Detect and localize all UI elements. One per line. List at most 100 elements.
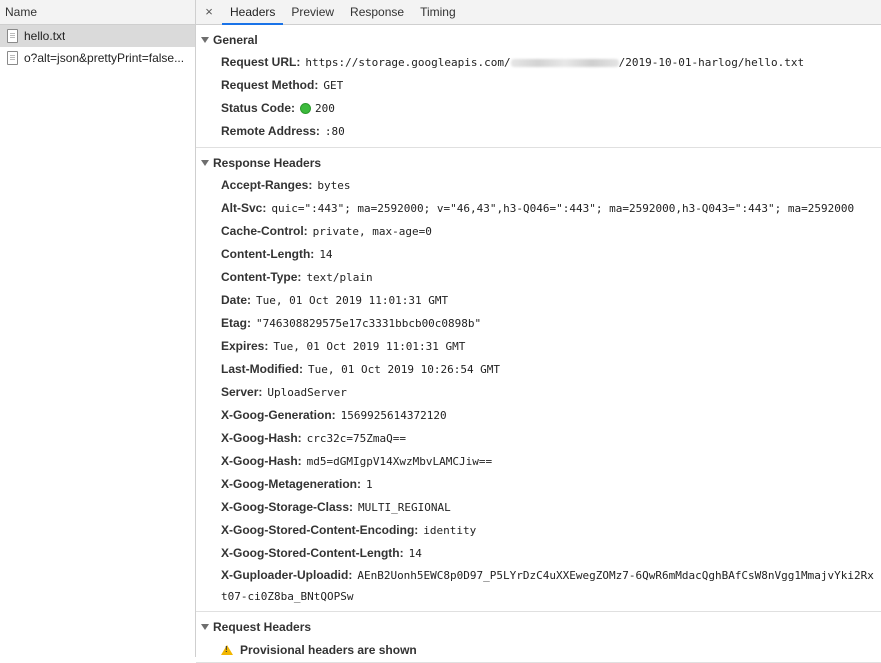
request-url-suffix: /2019-10-01-harlog/hello.txt <box>618 56 805 69</box>
request-url-prefix: https://storage.googleapis.com/ <box>305 56 511 69</box>
redacted-blur <box>510 59 619 67</box>
header-key: X-Goog-Hash: <box>221 431 302 445</box>
header-key: Content-Length: <box>221 247 315 261</box>
request-method-key: Request Method: <box>221 78 319 92</box>
remote-address-key: Remote Address: <box>221 124 320 138</box>
header-value[interactable]: private, max-age=0 <box>312 225 432 238</box>
header-key: X-Goog-Storage-Class: <box>221 500 354 514</box>
general-section-title: General <box>213 33 258 47</box>
close-icon[interactable]: × <box>205 4 213 19</box>
file-icon <box>7 29 18 43</box>
tab-headers[interactable]: Headers <box>222 0 284 25</box>
header-value[interactable]: crc32c=75ZmaQ== <box>306 432 407 445</box>
request-headers-section: Request Headers Provisional headers are … <box>196 616 881 663</box>
response-header-row: X-Goog-Stored-Content-Encoding: identity <box>196 519 881 542</box>
request-detail-pane: × Headers Preview Response Timing General R… <box>196 0 881 663</box>
request-url-value[interactable]: https://storage.googleapis.com/ /2019-10-… <box>305 56 804 69</box>
response-header-row: Cache-Control:private, max-age=0 <box>196 220 881 243</box>
warning-icon <box>221 645 233 655</box>
header-value[interactable]: text/plain <box>306 271 373 284</box>
tab-timing[interactable]: Timing <box>420 5 456 19</box>
provisional-warning-text: Provisional headers are shown <box>240 643 417 657</box>
request-url-key: Request URL: <box>221 55 301 69</box>
header-value[interactable]: 14 <box>408 547 422 560</box>
request-row[interactable]: hello.txt <box>0 25 195 47</box>
response-header-row: Date: Tue, 01 Oct 2019 11:01:31 GMT <box>196 289 881 312</box>
header-value[interactable]: UploadServer <box>267 386 347 399</box>
tab-response[interactable]: Response <box>350 5 405 19</box>
status-ok-icon <box>300 103 312 115</box>
response-header-row: X-Goog-Generation: 1569925614372120 <box>196 404 881 427</box>
request-url-row: Request URL: https://storage.googleapis.c… <box>196 51 881 74</box>
header-key: X-Goog-Generation: <box>221 408 336 422</box>
response-header-row: Accept-Ranges: bytes <box>196 174 881 197</box>
header-key: X-Goog-Stored-Content-Encoding: <box>221 523 419 537</box>
header-value[interactable]: Tue, 01 Oct 2019 11:01:31 GMT <box>256 294 449 307</box>
detail-tabbar: × Headers Preview Response Timing <box>196 0 881 25</box>
response-header-row: Alt-Svc: quic=":443"; ma=2592000; v="46,4… <box>196 197 881 220</box>
response-header-row: Etag:"746308829575e17c3331bbcb00c0898b" <box>196 312 881 335</box>
response-header-row: Server: UploadServer <box>196 381 881 404</box>
request-headers-title: Request Headers <box>213 620 312 634</box>
header-value[interactable]: identity <box>423 524 477 537</box>
header-key: X-Guploader-Uploadid: <box>221 568 353 582</box>
request-method-row: Request Method: GET <box>196 74 881 97</box>
header-value[interactable]: 14 <box>319 248 333 261</box>
request-row[interactable]: o?alt=json&prettyPrint=false... <box>0 47 195 69</box>
header-key: Date: <box>221 293 252 307</box>
header-value[interactable]: quic=":443"; ma=2592000; v="46,43",h3-Q0… <box>271 202 855 215</box>
triangle-down-icon <box>201 624 209 630</box>
request-method-value: GET <box>323 79 344 92</box>
triangle-down-icon <box>201 37 209 43</box>
name-column-header[interactable]: Name <box>0 0 195 25</box>
header-value[interactable]: md5=dGMIgpV14XwzMbvLAMCJiw== <box>306 455 493 468</box>
tab-preview[interactable]: Preview <box>291 5 335 19</box>
header-key: X-Goog-Hash: <box>221 454 302 468</box>
response-header-row: X-Goog-Stored-Content-Length: 14 <box>196 542 881 565</box>
header-value[interactable]: "746308829575e17c3331bbcb00c0898b" <box>256 317 482 330</box>
header-key: X-Goog-Metageneration: <box>221 477 361 491</box>
request-list: hello.txt o?alt=json&prettyPrint=false... <box>0 25 195 69</box>
response-header-row: Expires: Tue, 01 Oct 2019 11:01:31 GMT <box>196 335 881 358</box>
status-code-value: 200 <box>315 102 335 115</box>
header-key: Alt-Svc: <box>221 201 267 215</box>
response-header-row: Last-Modified: Tue, 01 Oct 2019 10:26:54 … <box>196 358 881 381</box>
status-code-key: Status Code: <box>221 101 296 115</box>
header-value[interactable]: AEnB2Uonh5EWC8p0D97_P5LYrDzC4uXXEwegZOMz… <box>221 569 874 603</box>
header-value[interactable]: bytes <box>317 179 351 192</box>
response-header-row: X-Goog-Hash: crc32c=75ZmaQ== <box>196 427 881 450</box>
request-name: hello.txt <box>24 29 66 43</box>
general-section-toggle[interactable]: General <box>196 29 881 51</box>
response-header-row: X-Goog-Metageneration: 1 <box>196 473 881 496</box>
request-name: o?alt=json&prettyPrint=false... <box>24 51 185 65</box>
response-header-row: X-Goog-Hash: md5=dGMIgpV14XwzMbvLAMCJiw== <box>196 450 881 473</box>
file-icon <box>7 51 18 65</box>
remote-address-row: Remote Address: :80 <box>196 120 881 143</box>
response-header-row: X-Guploader-Uploadid:AEnB2Uonh5EWC8p0D97… <box>196 565 881 607</box>
header-key: X-Goog-Stored-Content-Length: <box>221 546 404 560</box>
header-key: Expires: <box>221 339 269 353</box>
response-headers-toggle[interactable]: Response Headers <box>196 152 881 174</box>
header-key: Accept-Ranges: <box>221 178 313 192</box>
tabs: Headers Preview Response Timing <box>222 0 464 25</box>
header-value[interactable]: 1 <box>366 478 373 491</box>
header-value[interactable]: Tue, 01 Oct 2019 11:01:31 GMT <box>273 340 466 353</box>
remote-address-value: :80 <box>324 125 345 138</box>
provisional-warning: Provisional headers are shown <box>196 638 881 662</box>
header-value[interactable]: Tue, 01 Oct 2019 10:26:54 GMT <box>308 363 501 376</box>
header-key: Server: <box>221 385 263 399</box>
triangle-down-icon <box>201 160 209 166</box>
header-value[interactable]: MULTI_REGIONAL <box>358 501 451 514</box>
request-list-pane: Name hello.txt o?alt=json&prettyPrint=fal… <box>0 0 196 657</box>
header-key: Last-Modified: <box>221 362 303 376</box>
response-header-row: X-Goog-Storage-Class: MULTI_REGIONAL <box>196 496 881 519</box>
general-section: General Request URL: https://storage.goog… <box>196 29 881 148</box>
header-key: Content-Type: <box>221 270 302 284</box>
response-header-row: Content-Length: 14 <box>196 243 881 266</box>
request-headers-toggle[interactable]: Request Headers <box>196 616 881 638</box>
response-header-row: Content-Type: text/plain <box>196 266 881 289</box>
status-code-row: Status Code: 200 <box>196 97 881 120</box>
header-value[interactable]: 1569925614372120 <box>340 409 447 422</box>
